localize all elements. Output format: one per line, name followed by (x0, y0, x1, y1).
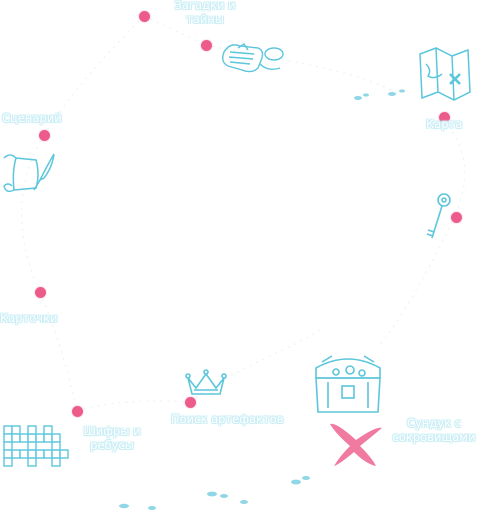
station-dot-riddles[interactable] (201, 40, 212, 51)
label-ciphers: Шифры и ребусы (83, 424, 141, 452)
key-icon[interactable] (424, 192, 454, 244)
station-dot-ciphers[interactable] (72, 406, 83, 417)
label-artifacts: Поиск артефактов (171, 412, 284, 426)
treasure-map-icon[interactable] (414, 44, 474, 106)
crown-icon[interactable] (184, 368, 228, 398)
crossword-icon[interactable] (0, 420, 78, 474)
treasure-chest-icon[interactable] (308, 352, 388, 418)
station-dot-map[interactable] (439, 112, 450, 123)
x-mark-icon[interactable] (326, 420, 386, 470)
station-dot-scenario[interactable] (39, 130, 50, 141)
label-chest: Сундук с сокровищами (392, 416, 476, 444)
station-dot-key[interactable] (451, 212, 462, 223)
footprints-icon (354, 89, 405, 100)
label-map: Карта (426, 117, 463, 131)
station-dot-artifacts[interactable] (185, 397, 196, 408)
scroll-quill-icon[interactable] (0, 150, 56, 198)
footprints-bottom-icon (119, 476, 310, 510)
scroll-letter-icon[interactable] (218, 38, 288, 78)
label-cards: Карточки (0, 311, 58, 325)
label-scenario: Сценарий (2, 111, 62, 125)
station-dot-cards[interactable] (35, 287, 46, 298)
station-dot-top[interactable] (139, 11, 150, 22)
label-riddles: Загадки и тайны (174, 0, 236, 26)
